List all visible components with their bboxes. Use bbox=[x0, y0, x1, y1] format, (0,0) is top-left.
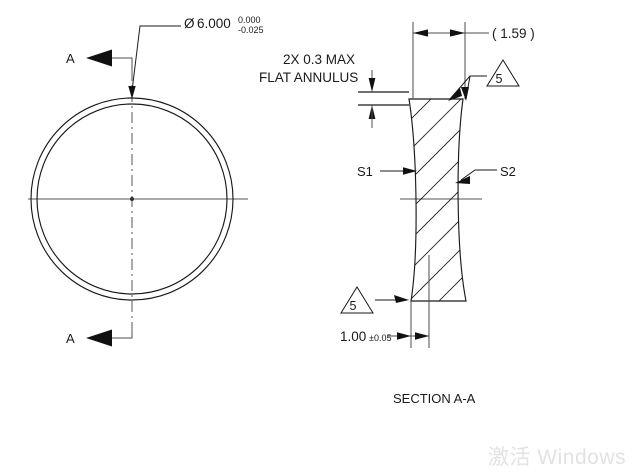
annulus-note-line-2: FLAT ANNULUS bbox=[259, 70, 358, 85]
reference-dimension-text: ( 1.59 ) bbox=[492, 26, 535, 41]
flag-note-triangle-bottom bbox=[340, 286, 374, 314]
diameter-symbol: Ø bbox=[184, 16, 195, 31]
diameter-leader-arrowhead bbox=[128, 86, 136, 99]
diameter-leader-line bbox=[131, 25, 181, 92]
flag-note-arrow-top-a bbox=[448, 88, 462, 101]
section-label-bottom: A bbox=[66, 331, 75, 346]
diameter-tolerance-lower: -0.025 bbox=[238, 25, 264, 35]
reference-dim-arrow-left bbox=[413, 29, 428, 37]
diameter-value: 6.000 bbox=[197, 16, 231, 31]
diameter-tolerance-upper: 0.000 bbox=[238, 15, 261, 25]
surface-s2-arrow bbox=[455, 176, 470, 184]
center-mark-dot bbox=[129, 196, 135, 202]
reference-dim-arrow-right bbox=[450, 29, 465, 37]
annulus-note-line-1: 2X 0.3 MAX bbox=[283, 52, 355, 67]
surface-label-s2: S2 bbox=[500, 164, 516, 179]
flag-note-arrow-bottom bbox=[394, 295, 409, 303]
section-label-top: A bbox=[66, 51, 75, 66]
section-view-group: ( 1.59 ) 2X 0.3 MAX FLAT ANNULUS 5 S1 S2… bbox=[259, 22, 535, 406]
inner-diameter-circle bbox=[36, 103, 228, 295]
surface-label-s1: S1 bbox=[357, 164, 373, 179]
annulus-dim-arrow-up bbox=[368, 78, 376, 92]
thickness-nominal-value: 1.00 bbox=[340, 329, 366, 344]
lens-section-outline bbox=[408, 98, 467, 302]
section-arrow-top bbox=[86, 49, 112, 67]
section-cut-line-bottom bbox=[110, 330, 133, 339]
thickness-dim-arrow-left bbox=[397, 332, 411, 340]
thickness-tolerance-value: ±0.05 bbox=[369, 333, 391, 343]
section-arrow-bottom bbox=[86, 329, 112, 347]
front-view-group: Ø 6.000 0.000 -0.025 A A bbox=[28, 15, 264, 347]
windows-activation-watermark: 激活 Windows bbox=[487, 446, 626, 469]
section-cut-line-top bbox=[110, 57, 133, 70]
flag-note-number-top: 5 bbox=[496, 72, 503, 86]
flag-note-triangle-top bbox=[486, 59, 520, 87]
section-caption: SECTION A-A bbox=[393, 391, 476, 406]
flag-note-number-bottom: 5 bbox=[350, 299, 357, 313]
surface-s2-leader bbox=[460, 169, 497, 181]
thickness-dim-arrow-right bbox=[415, 332, 429, 340]
surface-s1-arrow bbox=[403, 167, 417, 175]
flag-note-arrow-top-b bbox=[461, 87, 469, 101]
